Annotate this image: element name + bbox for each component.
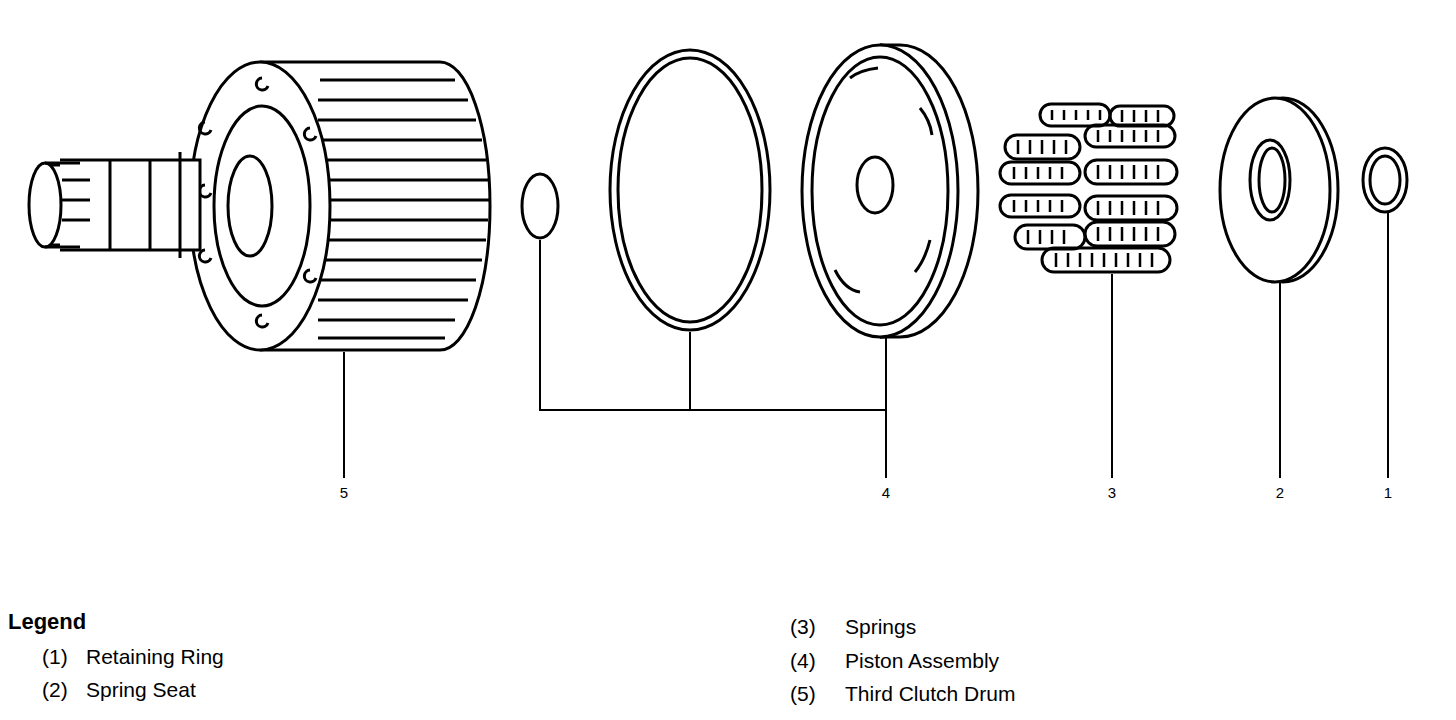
part-name: Third Clutch Drum	[845, 683, 1015, 704]
springs	[1000, 104, 1177, 272]
legend-number: (5)	[790, 683, 816, 704]
clutch-drum	[29, 62, 490, 350]
callout-number: 5	[340, 485, 348, 500]
callout-number: 4	[882, 485, 890, 500]
piston	[802, 45, 978, 337]
legend-number: (2)	[42, 679, 68, 700]
legend-number: (3)	[790, 616, 816, 637]
leader-lines	[344, 212, 1388, 478]
part-name: Springs	[845, 616, 916, 637]
callout-number: 2	[1276, 485, 1284, 500]
spring-seat	[1220, 98, 1338, 282]
large-seal-ring	[610, 50, 770, 330]
part-name: Piston Assembly	[845, 650, 999, 671]
retaining-ring	[1363, 148, 1407, 212]
callout-number: 1	[1384, 485, 1392, 500]
callout-number: 3	[1108, 485, 1116, 500]
legend-number: (1)	[42, 646, 68, 667]
legend-number: (4)	[790, 650, 816, 671]
legend-heading: Legend	[8, 611, 86, 633]
part-name: Spring Seat	[86, 679, 196, 700]
part-name: Retaining Ring	[86, 646, 224, 667]
small-o-ring	[522, 174, 558, 238]
